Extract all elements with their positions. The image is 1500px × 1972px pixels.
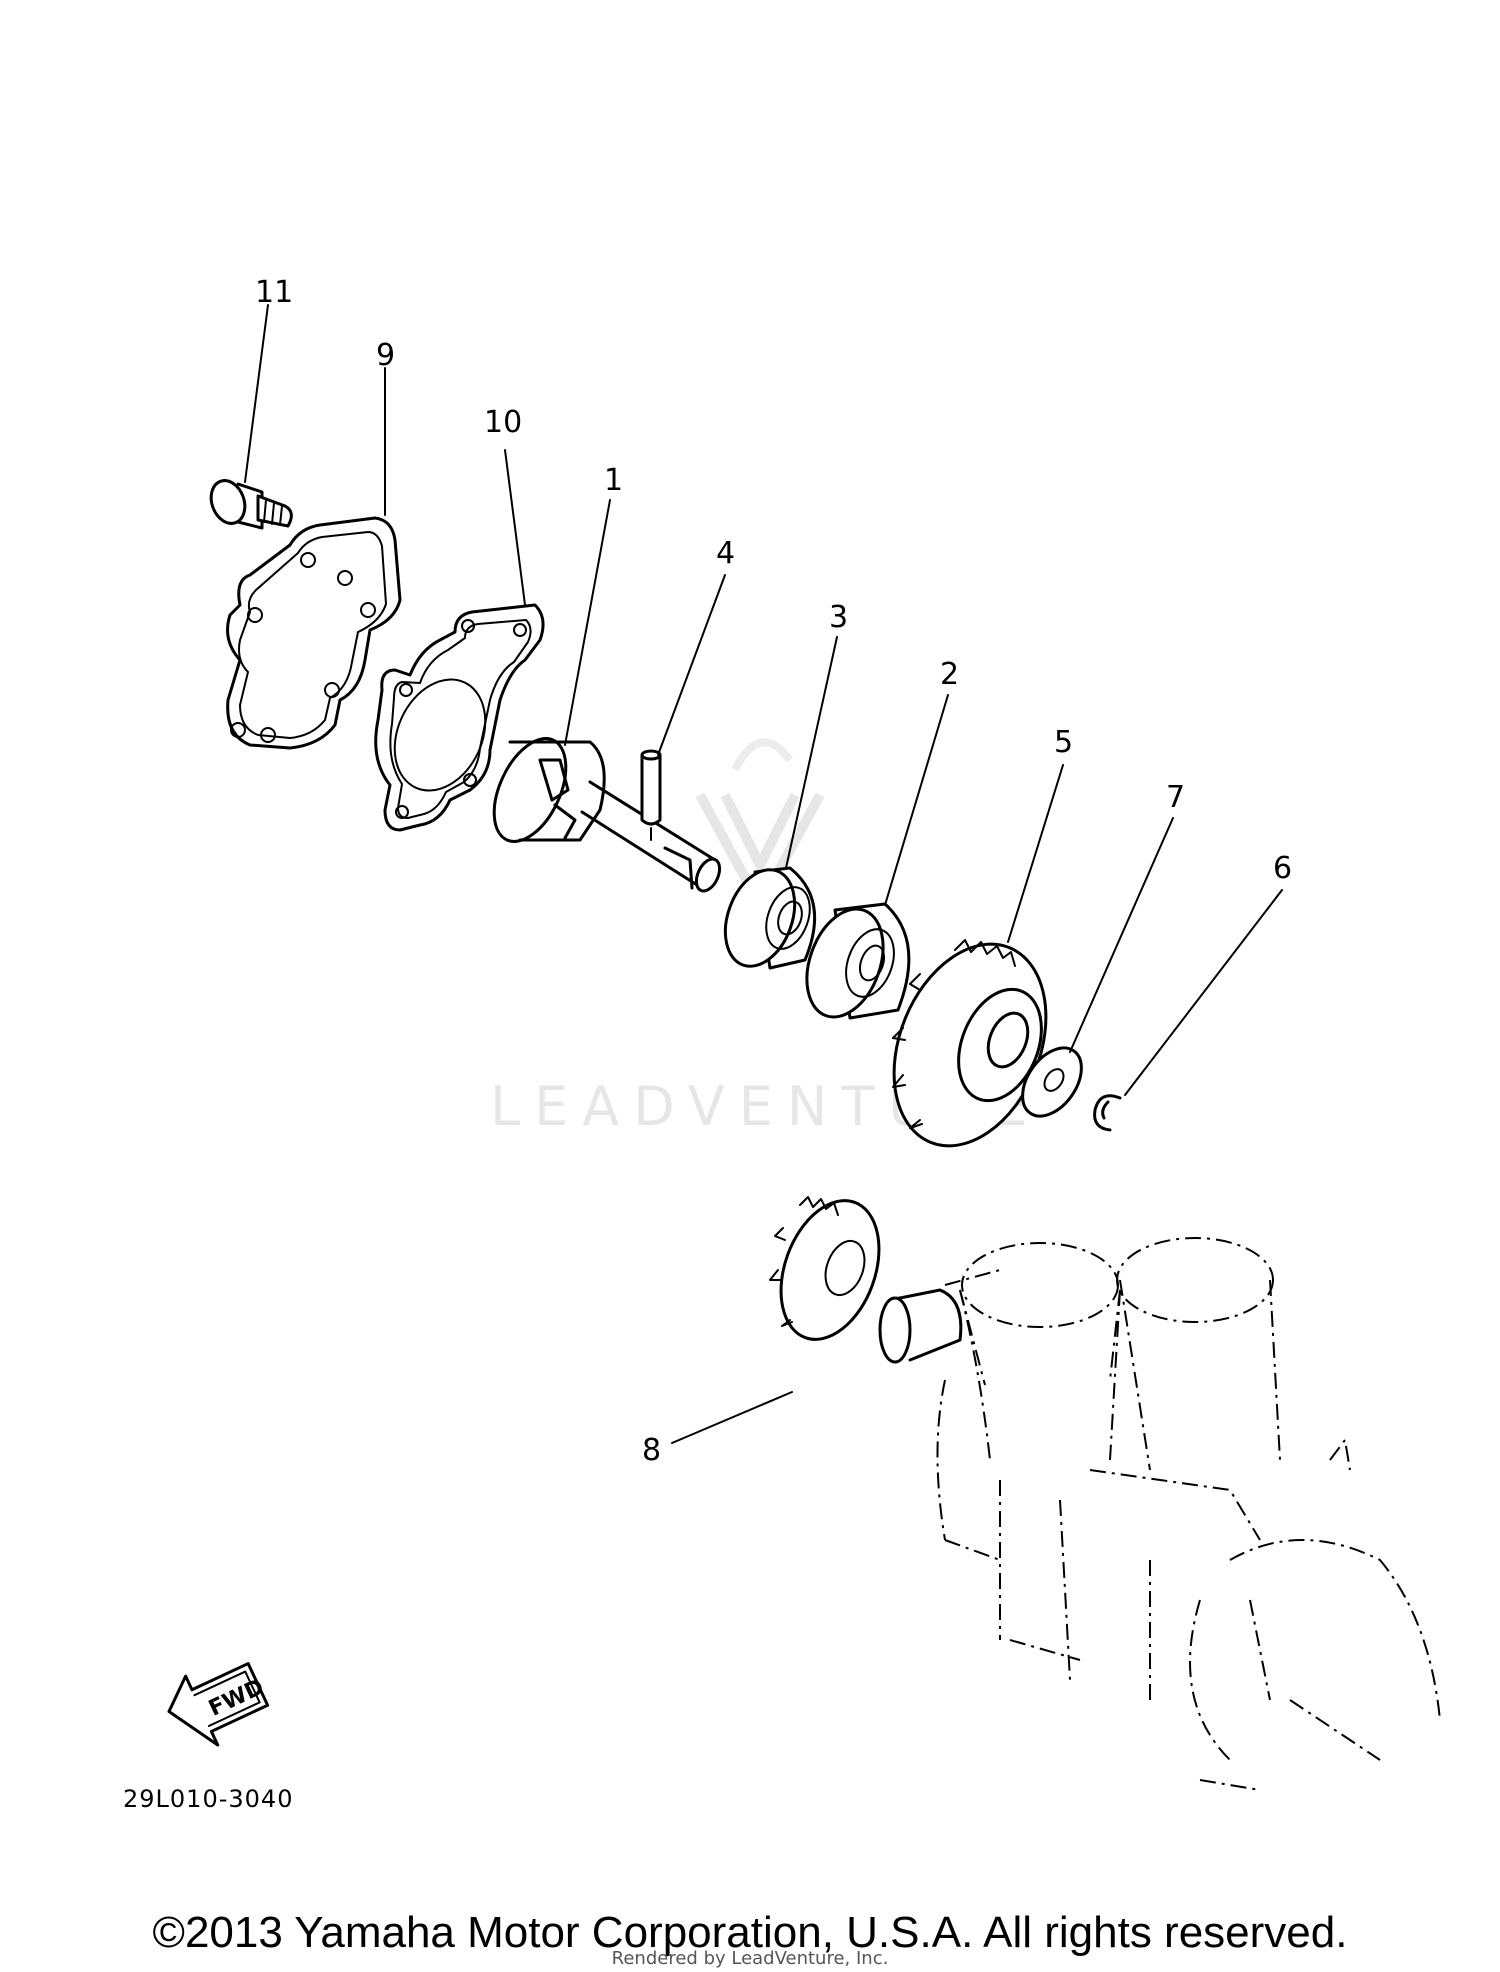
callout-7: 7: [1166, 780, 1185, 815]
callout-8: 8: [642, 1433, 661, 1468]
callout-2: 2: [940, 657, 959, 692]
fwd-arrow: FWD: [167, 1662, 270, 1747]
callouts: 11 9 10 1 4 3 2 5 7 6 8: [255, 275, 1292, 1468]
callout-9: 9: [376, 338, 395, 373]
part-washer-7: [1021, 1046, 1083, 1118]
callout-1: 1: [604, 463, 623, 498]
crankshaft-reference: [878, 1237, 1441, 1791]
part-pin-4: [640, 749, 662, 841]
callout-5: 5: [1054, 725, 1073, 760]
leader-1: [564, 499, 611, 746]
callout-6: 6: [1273, 851, 1292, 886]
diagram-code: 29L010-3040: [123, 1785, 293, 1813]
leader-lines: [244, 304, 1283, 1444]
leader-3: [785, 636, 838, 869]
rendered-by-notice: Rendered by LeadVenture, Inc.: [611, 1948, 889, 1969]
leader-5: [1007, 764, 1064, 943]
leader-10: [504, 449, 526, 606]
part-cover-9: [226, 516, 402, 750]
part-circlip-6: [1093, 1094, 1122, 1132]
leader-7: [1069, 817, 1174, 1053]
leader-8: [671, 1391, 793, 1444]
leader-11: [244, 304, 269, 483]
part-bolt-11: [209, 479, 293, 530]
leader-4: [657, 574, 726, 756]
leader-2: [884, 694, 949, 906]
part-drive-gear-8: [769, 1196, 881, 1341]
callout-10: 10: [484, 405, 522, 440]
part-impeller-shaft-1: [492, 737, 722, 893]
copyright-notice: ©2013 Yamaha Motor Corporation, U.S.A. A…: [152, 1908, 1348, 1957]
part-gasket-10: [374, 603, 545, 832]
part-bearing-2: [805, 902, 911, 1020]
callout-11: 11: [255, 275, 293, 310]
part-bearing-3: [723, 866, 817, 970]
callout-4: 4: [716, 536, 735, 571]
leader-6: [1124, 889, 1283, 1096]
callout-3: 3: [829, 600, 848, 635]
